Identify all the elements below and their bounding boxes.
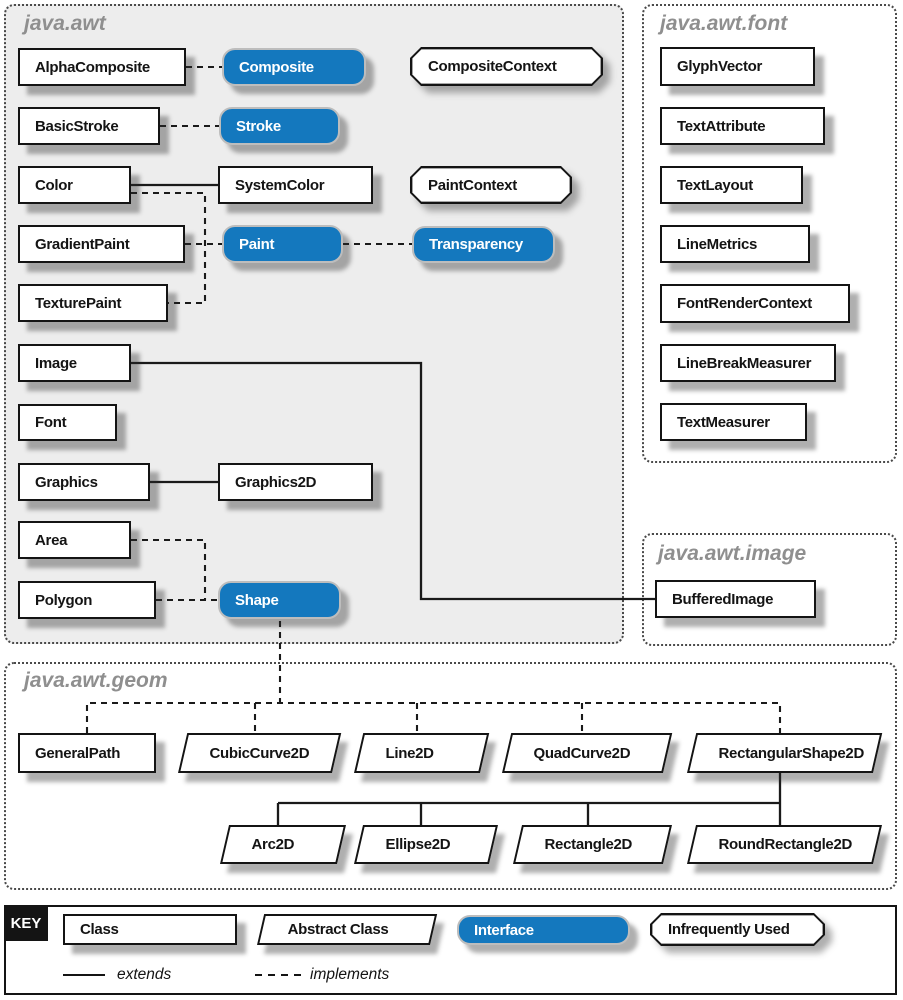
- node-label: SystemColor: [235, 176, 325, 194]
- node-label: PaintContext: [428, 176, 517, 194]
- node-label: Line2D: [385, 744, 434, 762]
- node-label: Image: [35, 354, 77, 372]
- node-cubiccurve2d: CubicCurve2D: [178, 733, 342, 773]
- node-ellipse2d: Ellipse2D: [354, 825, 499, 864]
- node-textlayout: TextLayout: [660, 166, 803, 204]
- node-area: Area: [18, 521, 131, 559]
- node-label: Rectangle2D: [544, 836, 633, 853]
- node-color: Color: [18, 166, 131, 204]
- node-label: TextAttribute: [677, 117, 766, 135]
- edge-geom-implements-rail: [85, 701, 782, 733]
- node-generalpath: GeneralPath: [18, 733, 156, 773]
- node-label: Font: [35, 414, 67, 431]
- octagon-fill: [412, 168, 569, 201]
- node-fontrendercontext: FontRenderContext: [660, 284, 850, 323]
- node-label: Polygon: [35, 591, 93, 609]
- octagon-fill: [412, 49, 600, 83]
- node-line2d: Line2D: [354, 733, 490, 773]
- node-paint: Paint: [222, 225, 343, 263]
- node-label: RectangularShape2D: [718, 744, 865, 762]
- node-label: GlyphVector: [677, 58, 763, 75]
- node-abstract-class: Abstract Class: [257, 914, 438, 945]
- node-textmeasurer: TextMeasurer: [660, 403, 807, 441]
- node-roundrectangle2d: RoundRectangle2D: [687, 825, 883, 864]
- node-label: TextMeasurer: [677, 413, 770, 431]
- edge-color-texturepaint-implements-paint: [131, 191, 207, 305]
- node-textattribute: TextAttribute: [660, 107, 825, 145]
- node-label: FontRenderContext: [677, 295, 812, 312]
- node-polygon: Polygon: [18, 581, 156, 619]
- node-label: QuadCurve2D: [533, 744, 631, 762]
- node-gradientpaint: GradientPaint: [18, 225, 185, 263]
- node-glyphvector: GlyphVector: [660, 47, 815, 86]
- node-compositecontext: CompositeContext: [410, 47, 603, 86]
- node-infrequently-used: Infrequently Used: [650, 913, 825, 946]
- node-label: BasicStroke: [35, 117, 119, 135]
- node-class: Class: [63, 914, 237, 945]
- key-line-label-extends: extends: [117, 966, 172, 983]
- node-linebreakmeasurer: LineBreakMeasurer: [660, 344, 836, 382]
- edge-image-extends-bufferedimage: [131, 361, 655, 601]
- node-label: RoundRectangle2D: [718, 836, 853, 853]
- node-label: GradientPaint: [35, 235, 130, 253]
- node-paintcontext: PaintContext: [410, 166, 572, 204]
- node-label: Graphics: [35, 473, 98, 491]
- node-systemcolor: SystemColor: [218, 166, 373, 204]
- key-line-label-implements: implements: [310, 966, 390, 983]
- node-bufferedimage: BufferedImage: [655, 580, 816, 618]
- node-label: CubicCurve2D: [209, 744, 310, 762]
- node-graphics: Graphics: [18, 463, 150, 501]
- node-texturepaint: TexturePaint: [18, 284, 168, 322]
- node-label: GeneralPath: [35, 744, 121, 762]
- node-linemetrics: LineMetrics: [660, 225, 810, 263]
- node-label: CompositeContext: [428, 58, 557, 75]
- node-basicstroke: BasicStroke: [18, 107, 160, 145]
- package-title-java-awt: java.awt: [24, 12, 106, 35]
- package-title-java-awt-image: java.awt.image: [658, 542, 807, 565]
- node-label: Shape: [235, 591, 279, 609]
- node-label: Stroke: [236, 117, 281, 135]
- node-label: Color: [35, 176, 73, 194]
- node-transparency: Transparency: [412, 226, 555, 263]
- key-line-dashed: [255, 974, 301, 977]
- node-shape: Shape: [218, 581, 341, 619]
- node-rectangle2d: Rectangle2D: [513, 825, 673, 864]
- node-font: Font: [18, 404, 117, 441]
- node-alphacomposite: AlphaComposite: [18, 48, 186, 86]
- node-label: TexturePaint: [35, 294, 122, 312]
- key-chip: KEY: [4, 905, 48, 941]
- node-image: Image: [18, 344, 131, 382]
- node-label: Composite: [239, 58, 314, 76]
- node-interface: Interface: [457, 915, 630, 945]
- node-label: Abstract Class: [287, 921, 389, 938]
- edge-area-implements-shape: [131, 538, 207, 600]
- node-label: Paint: [239, 235, 275, 253]
- node-label: AlphaComposite: [35, 58, 150, 76]
- octagon-fill: [652, 915, 822, 943]
- node-label: Graphics2D: [235, 473, 317, 491]
- node-stroke: Stroke: [219, 107, 340, 145]
- node-arc2d: Arc2D: [220, 825, 347, 864]
- node-label: Infrequently Used: [668, 921, 790, 938]
- node-quadcurve2d: QuadCurve2D: [502, 733, 673, 773]
- node-label: TextLayout: [677, 176, 753, 194]
- key-line-solid: [63, 974, 105, 977]
- node-label: Area: [35, 531, 68, 549]
- node-label: Class: [80, 921, 119, 938]
- node-rectangularshape2d: RectangularShape2D: [687, 733, 883, 773]
- node-composite: Composite: [222, 48, 366, 86]
- node-label: LineMetrics: [677, 235, 758, 253]
- package-title-java-awt-geom: java.awt.geom: [24, 669, 168, 692]
- node-graphics2d: Graphics2D: [218, 463, 373, 501]
- node-label: Ellipse2D: [385, 836, 451, 853]
- node-label: LineBreakMeasurer: [677, 354, 812, 372]
- node-label: Transparency: [429, 236, 523, 253]
- node-label: BufferedImage: [672, 590, 774, 608]
- package-title-java-awt-font: java.awt.font: [660, 12, 788, 35]
- node-label: Interface: [474, 921, 534, 939]
- node-label: Arc2D: [251, 836, 295, 853]
